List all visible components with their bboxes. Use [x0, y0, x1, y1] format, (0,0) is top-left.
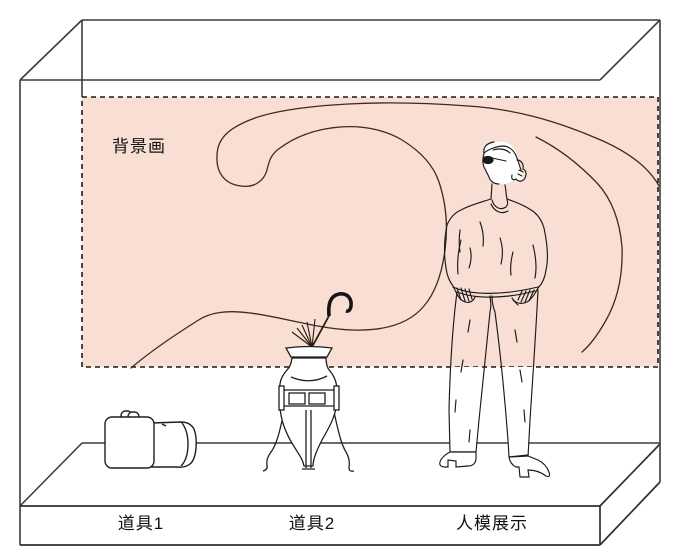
- duffel-bag-icon: [151, 421, 197, 468]
- prop1-bags: [104, 410, 197, 469]
- briefcase-icon: [104, 410, 155, 469]
- prop2-umbrella-stand: [262, 292, 355, 472]
- umbrella-icon: [291, 292, 353, 348]
- case-frame: [19, 19, 661, 545]
- mannequin-figure: [439, 141, 551, 478]
- mannequin-shoes: [439, 451, 551, 478]
- backdrop-swirl-art: [130, 102, 660, 369]
- mannequin-hands: [452, 285, 539, 304]
- hair-bun: [511, 159, 527, 182]
- backdrop-panel: [81, 96, 659, 368]
- mannequin-head: [482, 141, 524, 185]
- display-platform: [20, 443, 661, 546]
- vase-stand-icon: [262, 345, 355, 472]
- sunglasses-icon: [482, 155, 507, 165]
- mannequin-label: 人模展示: [456, 514, 528, 533]
- prop1-label: 道具1: [117, 514, 165, 533]
- prop2-label: 道具2: [288, 514, 336, 533]
- backdrop-label: 背景画: [112, 137, 166, 156]
